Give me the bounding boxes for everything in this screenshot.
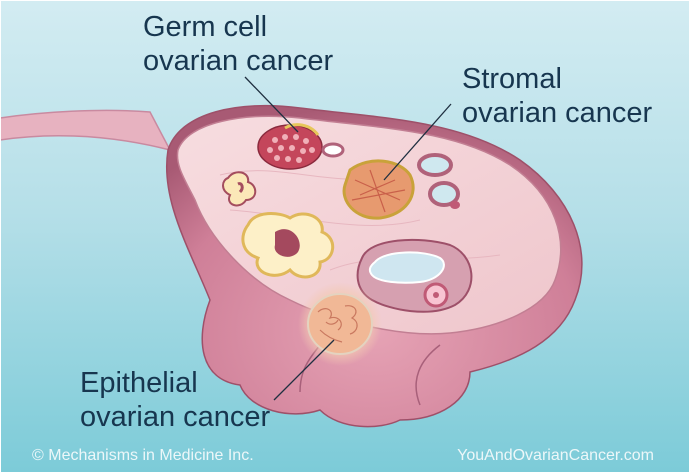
- stromal-tumor: [344, 161, 413, 218]
- copyright-notice: © Mechanisms in Medicine Inc.: [32, 447, 254, 465]
- epithelial-label: Epithelial ovarian cancer: [80, 366, 270, 434]
- epithelial-label-line2: ovarian cancer: [80, 400, 270, 434]
- ligament: [0, 110, 170, 150]
- germ-cell-label: Germ cell ovarian cancer: [143, 10, 333, 78]
- germ-cell-tumor: [258, 125, 322, 169]
- epithelial-label-line1: Epithelial: [80, 366, 270, 400]
- stromal-label: Stromal ovarian cancer: [462, 62, 652, 130]
- germ-cell-label-line2: ovarian cancer: [143, 44, 333, 78]
- germ-cell-label-line1: Germ cell: [143, 10, 333, 44]
- stromal-label-line1: Stromal: [462, 62, 652, 96]
- stromal-label-line2: ovarian cancer: [462, 96, 652, 130]
- website-link[interactable]: YouAndOvarianCancer.com: [457, 447, 654, 465]
- epithelial-tumor: [298, 282, 382, 366]
